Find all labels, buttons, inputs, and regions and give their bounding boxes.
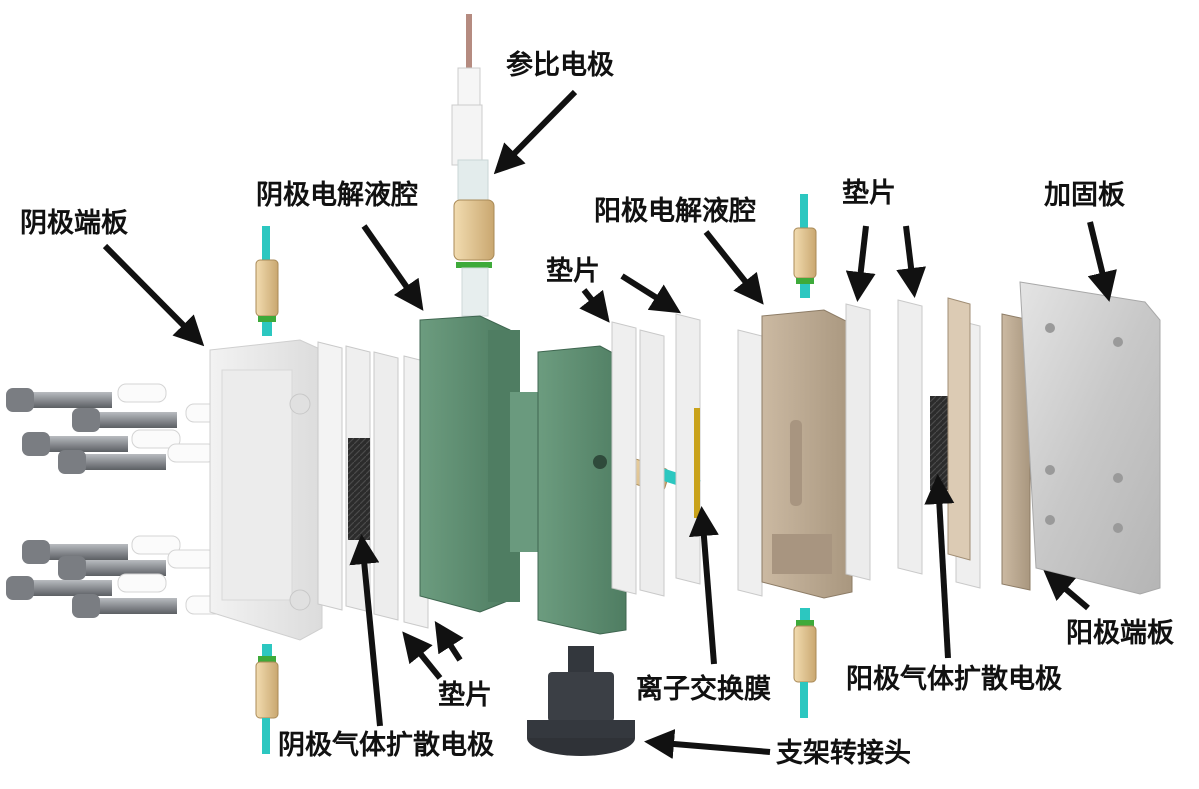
anode-fitting-bottom xyxy=(793,608,817,718)
label-gasket-center: 垫片 xyxy=(546,256,600,287)
label-anode-gas-diffusion-electrode: 阳极气体扩散电极 xyxy=(846,664,1062,695)
cathode-fitting-top xyxy=(255,226,279,336)
cathode-electrolyte-chamber xyxy=(419,315,544,613)
label-gasket-bottom: 垫片 xyxy=(438,680,492,711)
label-cathode-gas-diffusion-electrode: 阴极气体扩散电极 xyxy=(278,730,494,761)
anode-side-green-block xyxy=(537,345,627,635)
ion-exchange-membrane-strip xyxy=(694,408,700,518)
anode-fitting-top xyxy=(793,194,817,298)
anode-electrolyte-chamber xyxy=(761,309,853,599)
callout-arrows xyxy=(102,89,1117,759)
label-anode-end-plate: 阳极端板 xyxy=(1066,618,1174,649)
holder-adapter xyxy=(527,646,635,756)
anode-end-plate xyxy=(947,297,1031,591)
label-ion-exchange-membrane: 离子交换膜 xyxy=(636,674,771,705)
reference-electrode xyxy=(451,14,495,317)
cathode-end-plate xyxy=(209,339,323,641)
label-cathode-electrolyte-chamber: 阴极电解液腔 xyxy=(256,180,418,211)
reinforcement-plate xyxy=(1019,281,1161,595)
bolts xyxy=(6,388,177,618)
label-holder-adapter: 支架转接头 xyxy=(776,738,911,769)
label-cathode-end-plate: 阴极端板 xyxy=(20,208,128,239)
center-gaskets xyxy=(611,313,763,597)
cathode-fitting-bottom xyxy=(255,644,279,754)
label-anode-electrolyte-chamber: 阳极电解液腔 xyxy=(594,196,756,227)
label-gasket-right: 垫片 xyxy=(842,178,896,209)
label-reference-electrode: 参比电极 xyxy=(506,50,614,81)
label-reinforcement-plate: 加固板 xyxy=(1044,180,1125,211)
cathode-gaskets xyxy=(317,341,429,629)
